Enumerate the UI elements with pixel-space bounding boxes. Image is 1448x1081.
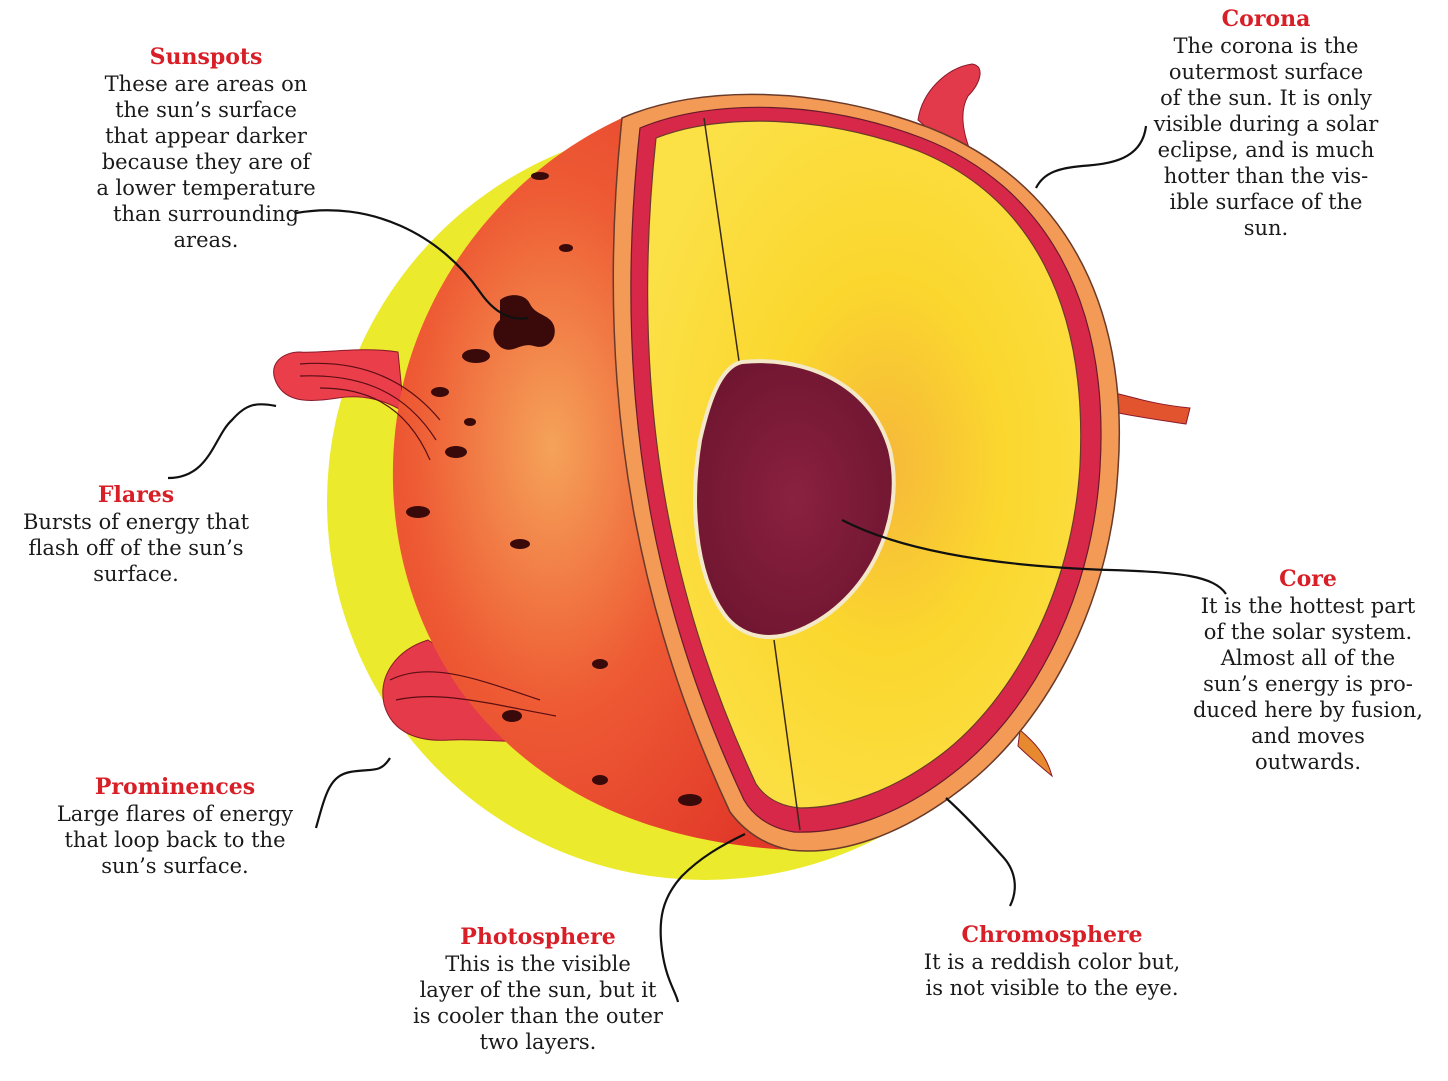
label-corona: Corona The corona is the outermost surfa… [1116,6,1416,241]
label-chromosphere-text: It is a reddish color but, is not visibl… [892,949,1212,1001]
label-core-title: Core [1168,566,1448,593]
label-prominences-title: Prominences [30,774,320,801]
label-flares: Flares Bursts of energy that flash off o… [0,482,272,587]
label-corona-title: Corona [1116,6,1416,33]
label-chromosphere-title: Chromosphere [892,922,1212,949]
label-corona-text: The corona is the outermost surface of t… [1116,33,1416,241]
label-core-text: It is the hottest part of the solar syst… [1168,593,1448,775]
label-photosphere: Photosphere This is the visible layer of… [388,924,688,1055]
leader-chromosphere [946,798,1015,906]
label-chromosphere: Chromosphere It is a reddish color but, … [892,922,1212,1001]
label-photosphere-text: This is the visible layer of the sun, bu… [388,951,688,1055]
label-flares-title: Flares [0,482,272,509]
flare-lower-right [1018,730,1052,776]
label-prominences: Prominences Large flares of energy that … [30,774,320,879]
label-flares-text: Bursts of energy that flash off of the s… [0,509,272,587]
label-sunspots-title: Sunspots [36,44,376,71]
label-prominences-text: Large flares of energy that loop back to… [30,801,320,879]
label-sunspots-text: These are areas on the sun’s surface tha… [36,71,376,253]
label-sunspots: Sunspots These are areas on the sun’s su… [36,44,376,253]
label-core: Core It is the hottest part of the solar… [1168,566,1448,775]
label-photosphere-title: Photosphere [388,924,688,951]
leader-flares [168,404,276,478]
flare-left [274,350,404,412]
leader-prominences [316,758,390,828]
